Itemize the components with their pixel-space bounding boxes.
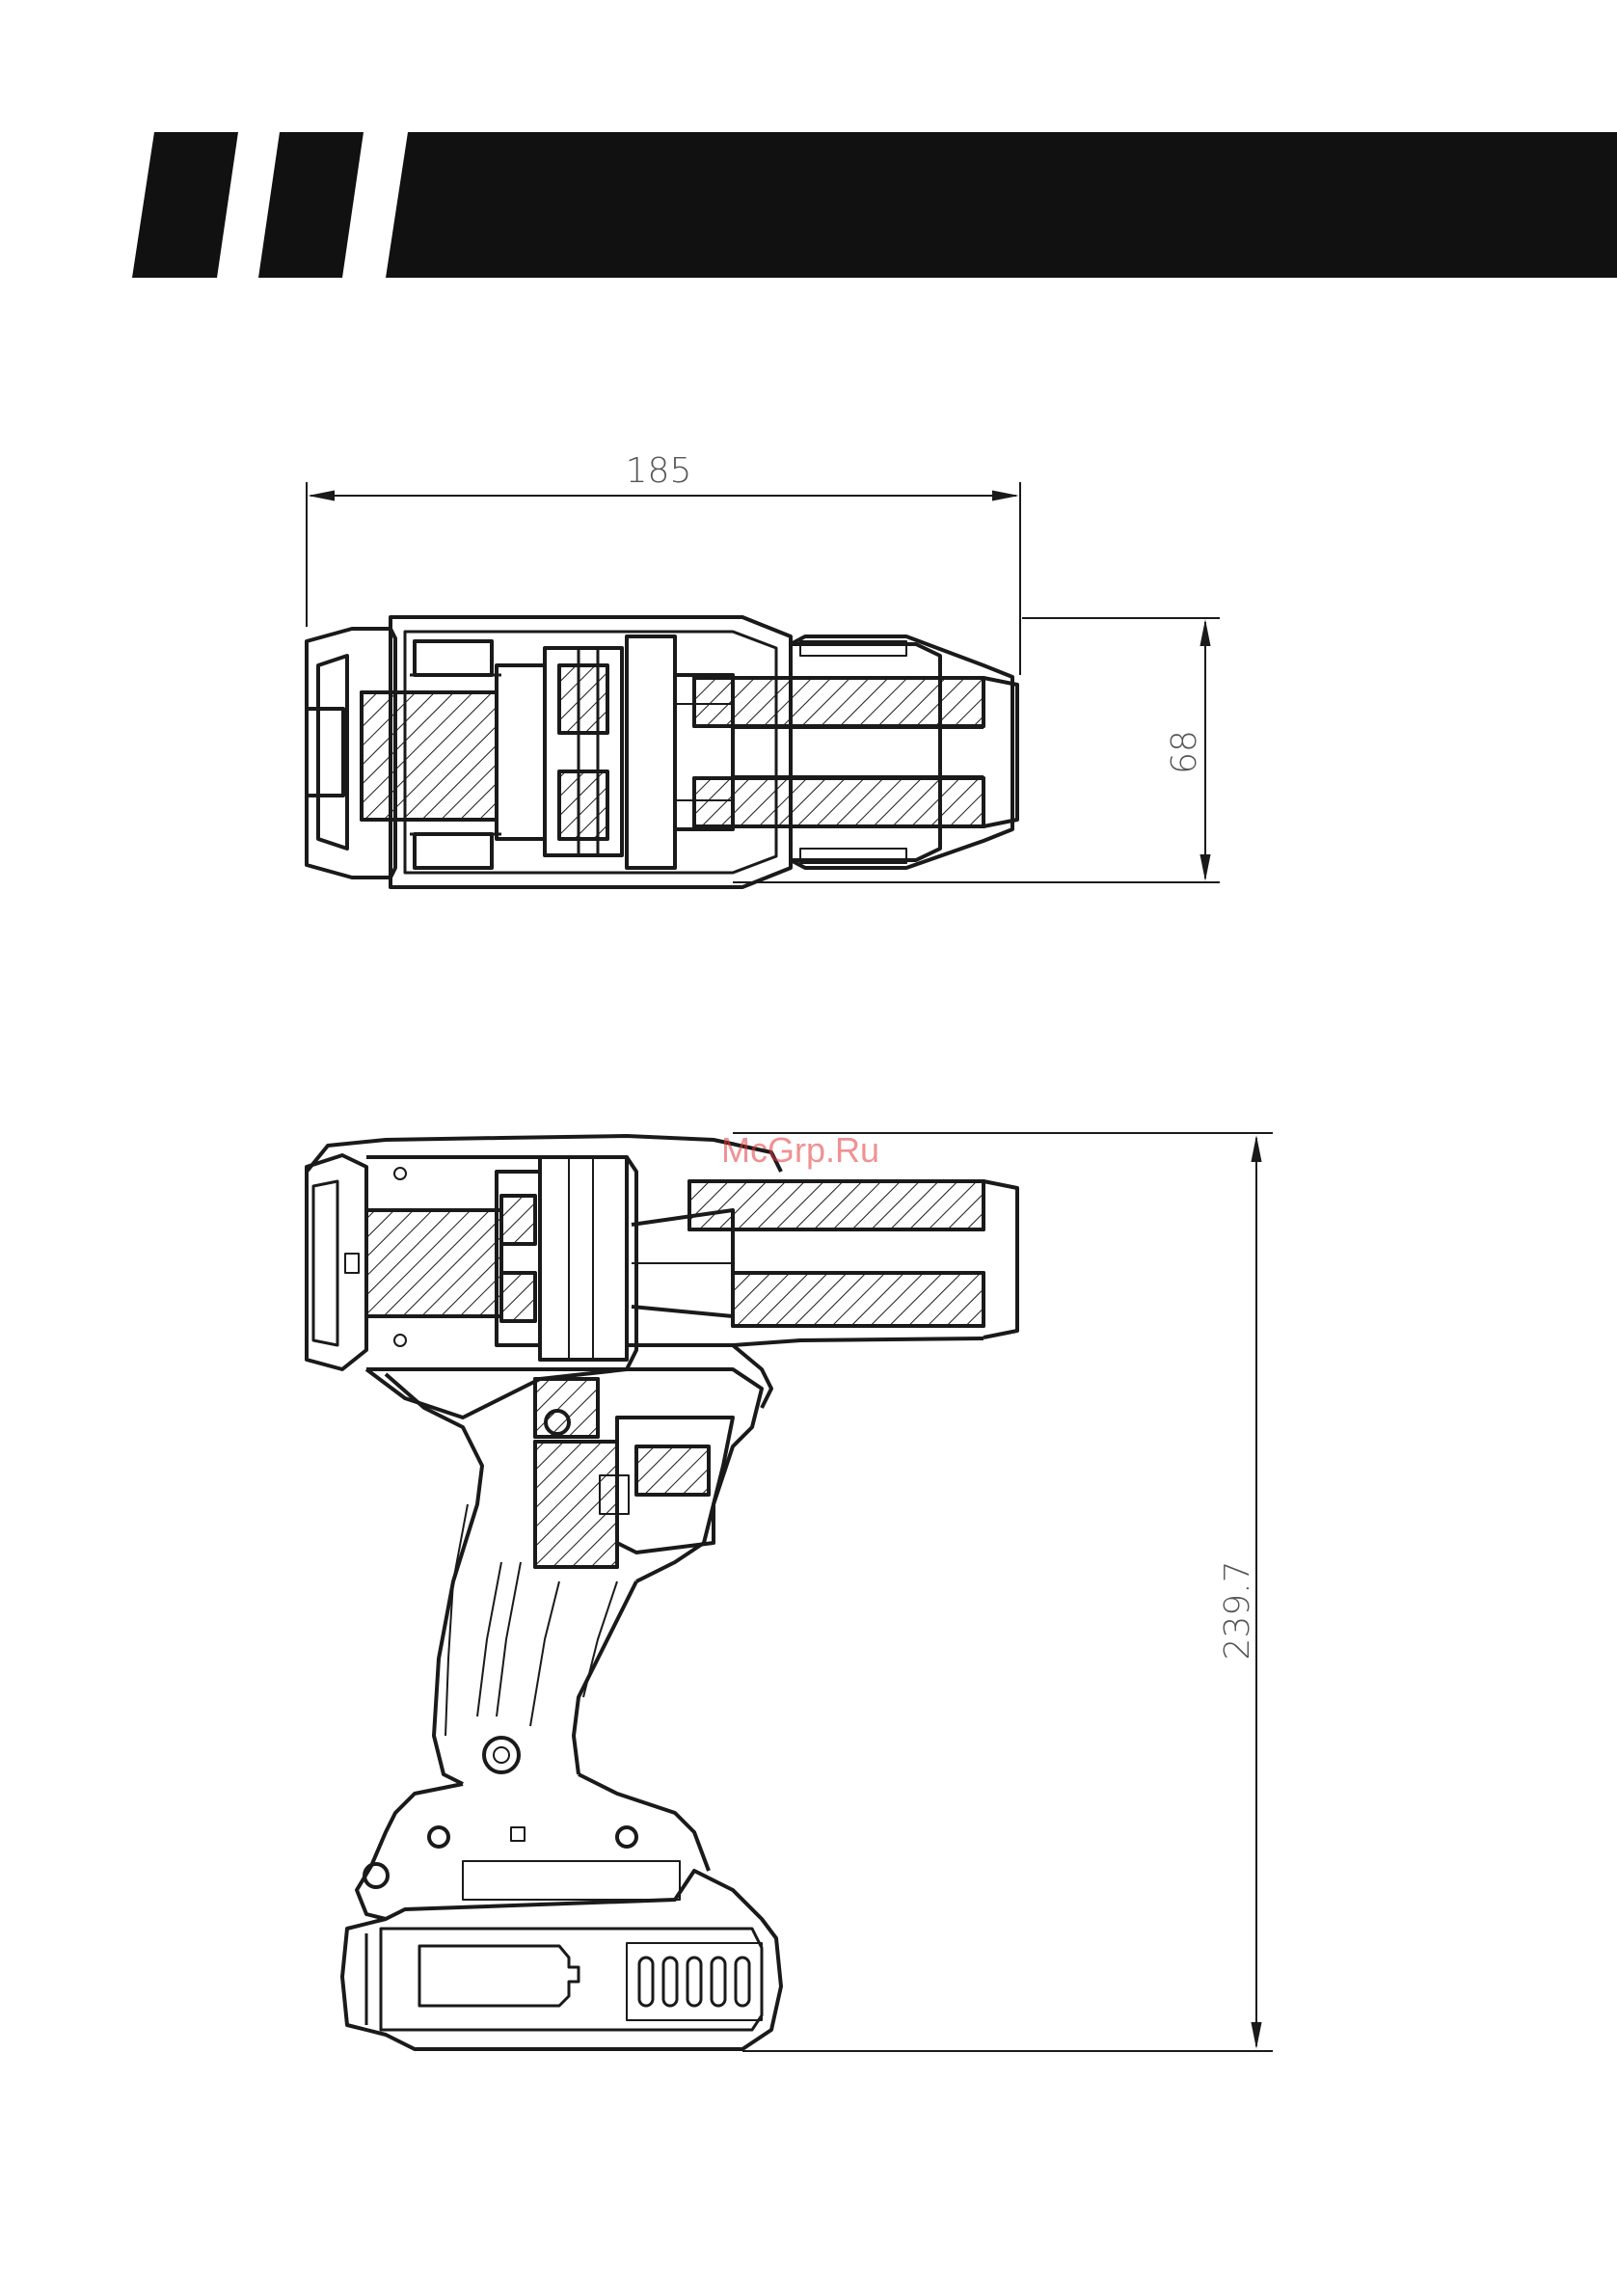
banner-stripe-1 [132,132,238,278]
banner-bar [386,132,1617,278]
length-dimension-label: 185 [626,451,692,491]
watermark-text: McGrp.Ru [721,1130,879,1170]
width-dimension-label: 68 [1165,730,1204,774]
height-dimension-label: 239.7 [1218,1560,1257,1660]
header-banner [132,132,1617,278]
side-view-height-dimension: 239.7 [733,1133,1273,2051]
side-view-drawing [307,1136,1017,2049]
top-view-drawing [307,617,1017,887]
banner-stripe-2 [258,132,364,278]
